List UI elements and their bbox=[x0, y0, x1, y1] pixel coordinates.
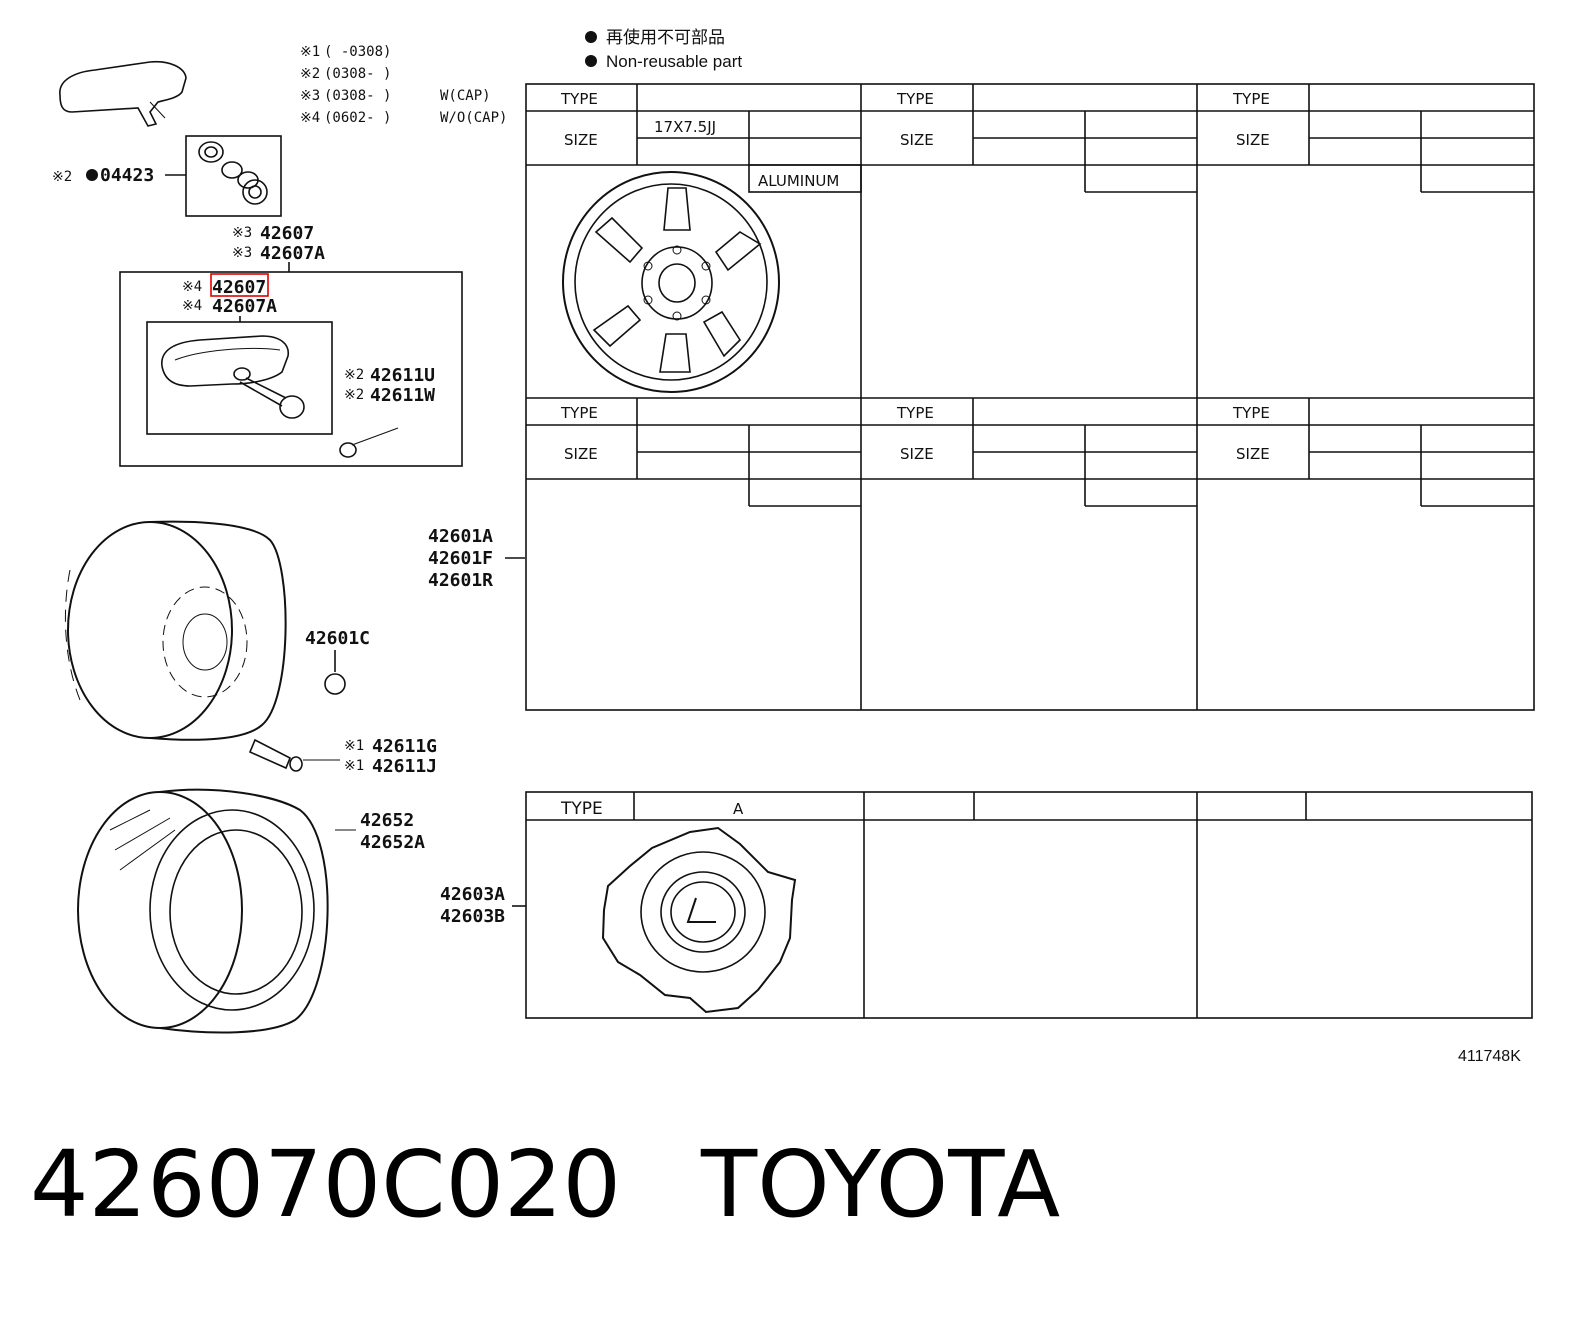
size-label: SIZE bbox=[900, 131, 934, 149]
wheel-type-table: TYPE SIZE TYPE SIZE TYPE SIZE TYPE SIZE … bbox=[525, 83, 1535, 711]
center-cap-icon bbox=[601, 826, 797, 1014]
legend-line-en: Non-reusable part bbox=[606, 52, 742, 71]
wheel-illustration: 42601C ※1 42611G ※1 42611J bbox=[64, 520, 437, 777]
part-42601A[interactable]: 42601A bbox=[428, 526, 493, 547]
note-3-range: (0308- ) bbox=[324, 88, 391, 104]
part-42611J[interactable]: 42611J bbox=[372, 756, 437, 777]
part-42607A-b[interactable]: 42607A bbox=[212, 296, 277, 317]
part-42607A-a[interactable]: 42607A bbox=[260, 243, 325, 264]
cap-type-value: A bbox=[733, 800, 744, 818]
note-4-range: (0602- ) bbox=[324, 110, 391, 126]
size-label: SIZE bbox=[1236, 445, 1270, 463]
part-42607A-b-mark: ※4 bbox=[182, 298, 202, 314]
transmitter-illustration bbox=[59, 60, 187, 127]
part-caption: 426070C020 TOYOTA bbox=[30, 1130, 1570, 1250]
wheel-size-value: 17X7.5JJ bbox=[654, 118, 716, 136]
part-04423[interactable]: 04423 bbox=[100, 165, 154, 186]
type-label: TYPE bbox=[896, 404, 934, 422]
part-42607-a[interactable]: 42607 bbox=[260, 223, 314, 244]
part-42611W-mark: ※2 bbox=[344, 387, 364, 403]
note-2-range: (0308- ) bbox=[324, 66, 391, 82]
note-1-mark: ※1 bbox=[300, 44, 320, 60]
note-2-mark: ※2 bbox=[300, 66, 320, 82]
brand-name: TOYOTA bbox=[701, 1131, 1061, 1238]
legend-line-jp: 再使用不可部品 bbox=[606, 27, 725, 47]
part-42611U-mark: ※2 bbox=[344, 367, 364, 383]
part-42607A-a-mark: ※3 bbox=[232, 245, 252, 261]
part-42611W[interactable]: 42611W bbox=[370, 385, 435, 406]
cap-type-label: TYPE bbox=[560, 799, 603, 819]
highlight-box bbox=[210, 273, 269, 297]
wheel-material: ALUMINUM bbox=[758, 172, 839, 190]
non-reusable-bullet-icon bbox=[585, 55, 597, 67]
part-42611G-mark: ※1 bbox=[344, 738, 364, 754]
note-3-mark: ※3 bbox=[300, 88, 320, 104]
cap-type-table: TYPE A bbox=[525, 791, 1533, 1019]
note-4-mark: ※4 bbox=[300, 110, 320, 126]
type-label: TYPE bbox=[896, 90, 934, 108]
part-42601F[interactable]: 42601F bbox=[428, 548, 493, 569]
legend: 再使用不可部品 Non-reusable part bbox=[585, 27, 742, 71]
part-42611G[interactable]: 42611G bbox=[372, 736, 437, 757]
size-label: SIZE bbox=[1236, 131, 1270, 149]
part-42603B[interactable]: 42603B bbox=[440, 906, 505, 927]
part-04423-mark: ※2 bbox=[52, 169, 72, 185]
non-reusable-bullet-icon bbox=[585, 31, 597, 43]
parts-diagram: 再使用不可部品 Non-reusable part ※1 ( -0308) ※2… bbox=[52, 27, 1535, 1034]
note-3-extra: W(CAP) bbox=[440, 88, 491, 104]
non-reusable-bullet-icon bbox=[86, 169, 98, 181]
part-42603A[interactable]: 42603A bbox=[440, 884, 505, 905]
figure-reference: 411748K bbox=[1458, 1048, 1521, 1065]
size-label: SIZE bbox=[564, 445, 598, 463]
type-label: TYPE bbox=[1232, 90, 1270, 108]
part-42601C[interactable]: 42601C bbox=[305, 628, 370, 649]
part-42652[interactable]: 42652 bbox=[360, 810, 414, 831]
size-label: SIZE bbox=[900, 445, 934, 463]
note-1-range: ( -0308) bbox=[324, 44, 391, 60]
footnotes: ※1 ( -0308) ※2 (0308- ) ※3 (0308- ) W(CA… bbox=[300, 44, 507, 126]
part-42607-b-mark: ※4 bbox=[182, 279, 202, 295]
valve-kit-box: ※2 04423 bbox=[52, 135, 282, 217]
part-42611U[interactable]: 42611U bbox=[370, 365, 435, 386]
type-label: TYPE bbox=[560, 404, 598, 422]
part-number: 426070C020 bbox=[30, 1131, 622, 1238]
size-label: SIZE bbox=[564, 131, 598, 149]
sensor-assembly-box: ※4 42607 ※4 42607A ※2 42611U ※2 42611W bbox=[119, 271, 463, 467]
type-label: TYPE bbox=[1232, 404, 1270, 422]
part-42652A[interactable]: 42652A bbox=[360, 832, 425, 853]
part-42601R[interactable]: 42601R bbox=[428, 570, 493, 591]
part-42611J-mark: ※1 bbox=[344, 758, 364, 774]
type-label: TYPE bbox=[560, 90, 598, 108]
aluminum-wheel-icon bbox=[562, 171, 780, 393]
tire-illustration: 42652 42652A bbox=[77, 788, 425, 1034]
part-42607-a-mark: ※3 bbox=[232, 225, 252, 241]
note-4-extra: W/O(CAP) bbox=[440, 110, 507, 126]
part-42607-b-highlighted[interactable]: 42607 bbox=[212, 277, 266, 298]
